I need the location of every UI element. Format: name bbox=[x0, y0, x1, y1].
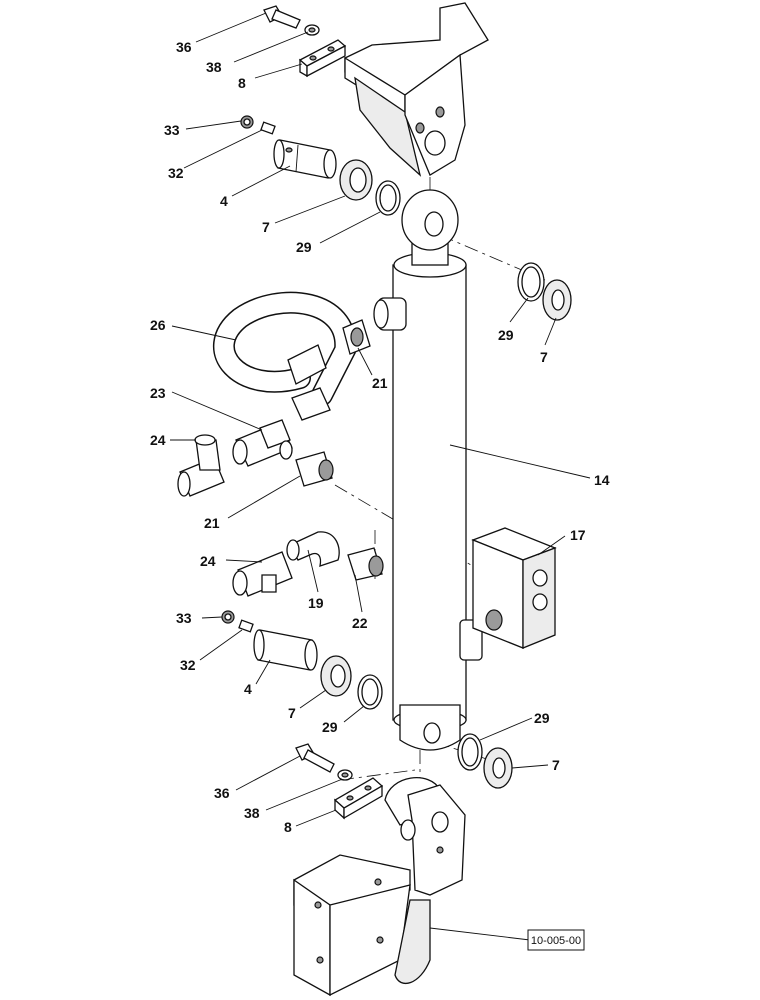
washer-38-bottom bbox=[337, 769, 353, 781]
washer-7-right-top bbox=[542, 279, 572, 321]
callout-29-right-lower: 29 bbox=[534, 710, 550, 726]
callout-21-upper: 21 bbox=[372, 375, 388, 391]
manifold-block-17 bbox=[471, 527, 557, 649]
elbow-24-lower bbox=[232, 551, 293, 597]
callout-17: 17 bbox=[570, 527, 586, 543]
hose-26 bbox=[212, 291, 357, 421]
callout-21-lower: 21 bbox=[204, 515, 220, 531]
elbow-19 bbox=[286, 531, 340, 567]
plate-8-bottom bbox=[333, 777, 384, 820]
callout-7-right-top: 7 bbox=[540, 349, 548, 365]
callout-24-upper: 24 bbox=[150, 432, 166, 448]
tee-23 bbox=[232, 419, 293, 467]
callout-7-lower: 7 bbox=[288, 705, 296, 721]
adapter-21-upper bbox=[342, 319, 371, 355]
callout-32-lower: 32 bbox=[180, 657, 196, 673]
elbow-24-upper bbox=[177, 434, 225, 497]
callout-29-right-top: 29 bbox=[498, 327, 514, 343]
callout-4-top: 4 bbox=[220, 193, 228, 209]
oring-29-right-lower bbox=[457, 733, 483, 771]
oring-29-right-top bbox=[517, 262, 545, 302]
adapter-22 bbox=[347, 547, 384, 581]
callout-8-bottom: 8 bbox=[284, 819, 292, 835]
callout-36-top: 36 bbox=[176, 39, 192, 55]
oring-29-lower bbox=[357, 674, 383, 710]
callout-labels: 36 38 8 33 32 4 7 29 29 7 26 21 23 24 14… bbox=[150, 39, 610, 835]
adapter-21-lower bbox=[295, 451, 334, 487]
callout-8-top: 8 bbox=[238, 75, 246, 91]
callout-38-bottom: 38 bbox=[244, 805, 260, 821]
callout-38-top: 38 bbox=[206, 59, 222, 75]
callout-36-bottom: 36 bbox=[214, 785, 230, 801]
bolt-36-bottom bbox=[295, 743, 335, 773]
washer-7-top bbox=[339, 159, 373, 201]
callout-32-top: 32 bbox=[168, 165, 184, 181]
callout-26: 26 bbox=[150, 317, 166, 333]
oring-29-top bbox=[375, 180, 401, 216]
bolt-36-top bbox=[263, 5, 301, 29]
washer-7-lower bbox=[320, 655, 352, 697]
callout-29-top: 29 bbox=[296, 239, 312, 255]
callout-4-lower: 4 bbox=[244, 681, 252, 697]
cap-33-top bbox=[240, 115, 254, 129]
top-mounting-bracket bbox=[344, 2, 489, 177]
callout-7-top: 7 bbox=[262, 219, 270, 235]
leader-lines bbox=[170, 12, 591, 941]
callout-19: 19 bbox=[308, 595, 324, 611]
callout-14: 14 bbox=[594, 472, 610, 488]
washer-38-top bbox=[304, 24, 320, 36]
cap-33-lower bbox=[221, 610, 235, 624]
washer-7-right-lower bbox=[483, 747, 513, 789]
cylinder-14 bbox=[373, 189, 483, 751]
bottom-mounting-bracket bbox=[293, 777, 466, 997]
callout-29-lower: 29 bbox=[322, 719, 338, 735]
callout-33-top: 33 bbox=[164, 122, 180, 138]
drawing-reference-box: 10-005-00 bbox=[527, 929, 585, 951]
drawing-reference: 10-005-00 bbox=[531, 935, 581, 947]
callout-33-lower: 33 bbox=[176, 610, 192, 626]
pin-4-top bbox=[273, 139, 337, 179]
grease-nipple-32-lower bbox=[238, 619, 254, 633]
grease-nipple-32-top bbox=[260, 121, 276, 135]
plate-8-top bbox=[298, 39, 347, 78]
callout-23: 23 bbox=[150, 385, 166, 401]
pin-4-lower bbox=[253, 629, 318, 671]
callout-22: 22 bbox=[352, 615, 368, 631]
callout-24-lower: 24 bbox=[200, 553, 216, 569]
callout-7-right-lower: 7 bbox=[552, 757, 560, 773]
